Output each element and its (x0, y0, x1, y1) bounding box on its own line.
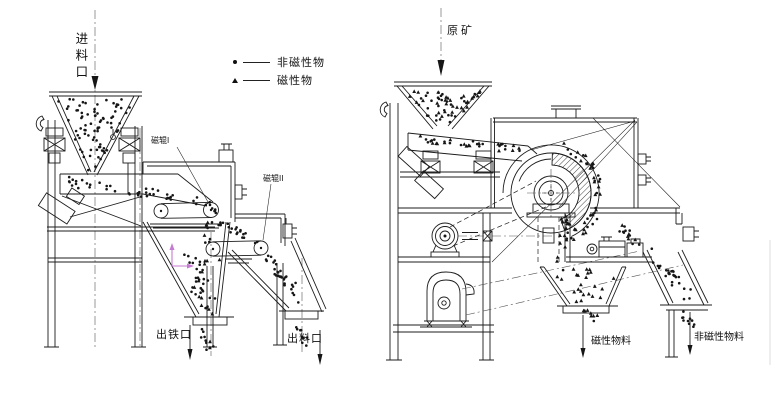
feed-hopper (49, 91, 142, 176)
legend-label: 磁性物 (277, 75, 313, 87)
belt-conveyor-2 (205, 213, 297, 264)
coordinate-axes-marker (169, 243, 194, 269)
iron-outlet-arrow (187, 325, 193, 360)
feeder-vibrator-motor (37, 187, 86, 225)
magnetic-discharge-chute (539, 213, 627, 314)
left-separator-diagram (35, 10, 327, 365)
vibrating-feeder-tray (59, 173, 214, 227)
roller2-label: 磁辊II (263, 174, 284, 183)
magnetic-outlet-arrow (580, 315, 586, 358)
discharge-feeder (566, 208, 699, 263)
spring-mount-left (43, 127, 66, 164)
magnetic-outlet-label: 磁性物料 (591, 336, 631, 347)
belt-conveyor-1 (142, 143, 247, 229)
left-feed-label: 进料口 (73, 32, 88, 82)
ore-feed-hopper (394, 81, 492, 130)
discharge-hopper-iron (142, 221, 234, 326)
legend: 非磁性物 磁性物 (229, 53, 325, 89)
hook-bracket (35, 115, 45, 132)
nonmagnetic-discharge-chute (642, 249, 712, 358)
magnetic-drum (502, 144, 600, 262)
legend-line (243, 79, 270, 81)
leader-line-roller-2 (262, 183, 272, 241)
feed-arrow-icon (91, 76, 99, 90)
material-outlet-arrow (317, 330, 323, 365)
ore-feeder-vibrator (397, 145, 445, 200)
right-separator-diagram (379, 8, 771, 365)
support-frame (44, 120, 287, 348)
drive-shaft (458, 227, 555, 244)
ore-feeder-tray (407, 132, 538, 174)
leader-line-roller-1 (176, 146, 209, 203)
triangle-marker-icon (229, 77, 241, 83)
dot-marker-icon (229, 60, 241, 64)
drive-motor (420, 271, 475, 328)
material-outlet-label: 出料口 (287, 333, 323, 345)
feeder-drive-lines (461, 250, 684, 316)
drum-magnet-sector (551, 152, 592, 232)
nonmagnetic-outlet-label: 非磁性物料 (694, 332, 744, 343)
legend-item-nonmagnetic: 非磁性物 (229, 53, 325, 71)
spring-mount-right (118, 127, 141, 194)
roller1-label: 磁辊I (151, 136, 170, 145)
hook-bracket-right (379, 101, 389, 118)
iron-outlet-label: 出铁口 (156, 329, 192, 341)
drive-pulley (430, 222, 460, 258)
legend-line (243, 61, 270, 63)
ore-feed-arrow-icon (437, 60, 445, 76)
legend-item-magnetic: 磁性物 (229, 71, 325, 89)
particles-layer (57, 89, 696, 352)
machine-housing (490, 105, 681, 263)
ore-feed-label: 原矿 (447, 25, 475, 37)
discharge-hopper-material (227, 237, 327, 320)
legend-label: 非磁性物 (277, 57, 325, 69)
